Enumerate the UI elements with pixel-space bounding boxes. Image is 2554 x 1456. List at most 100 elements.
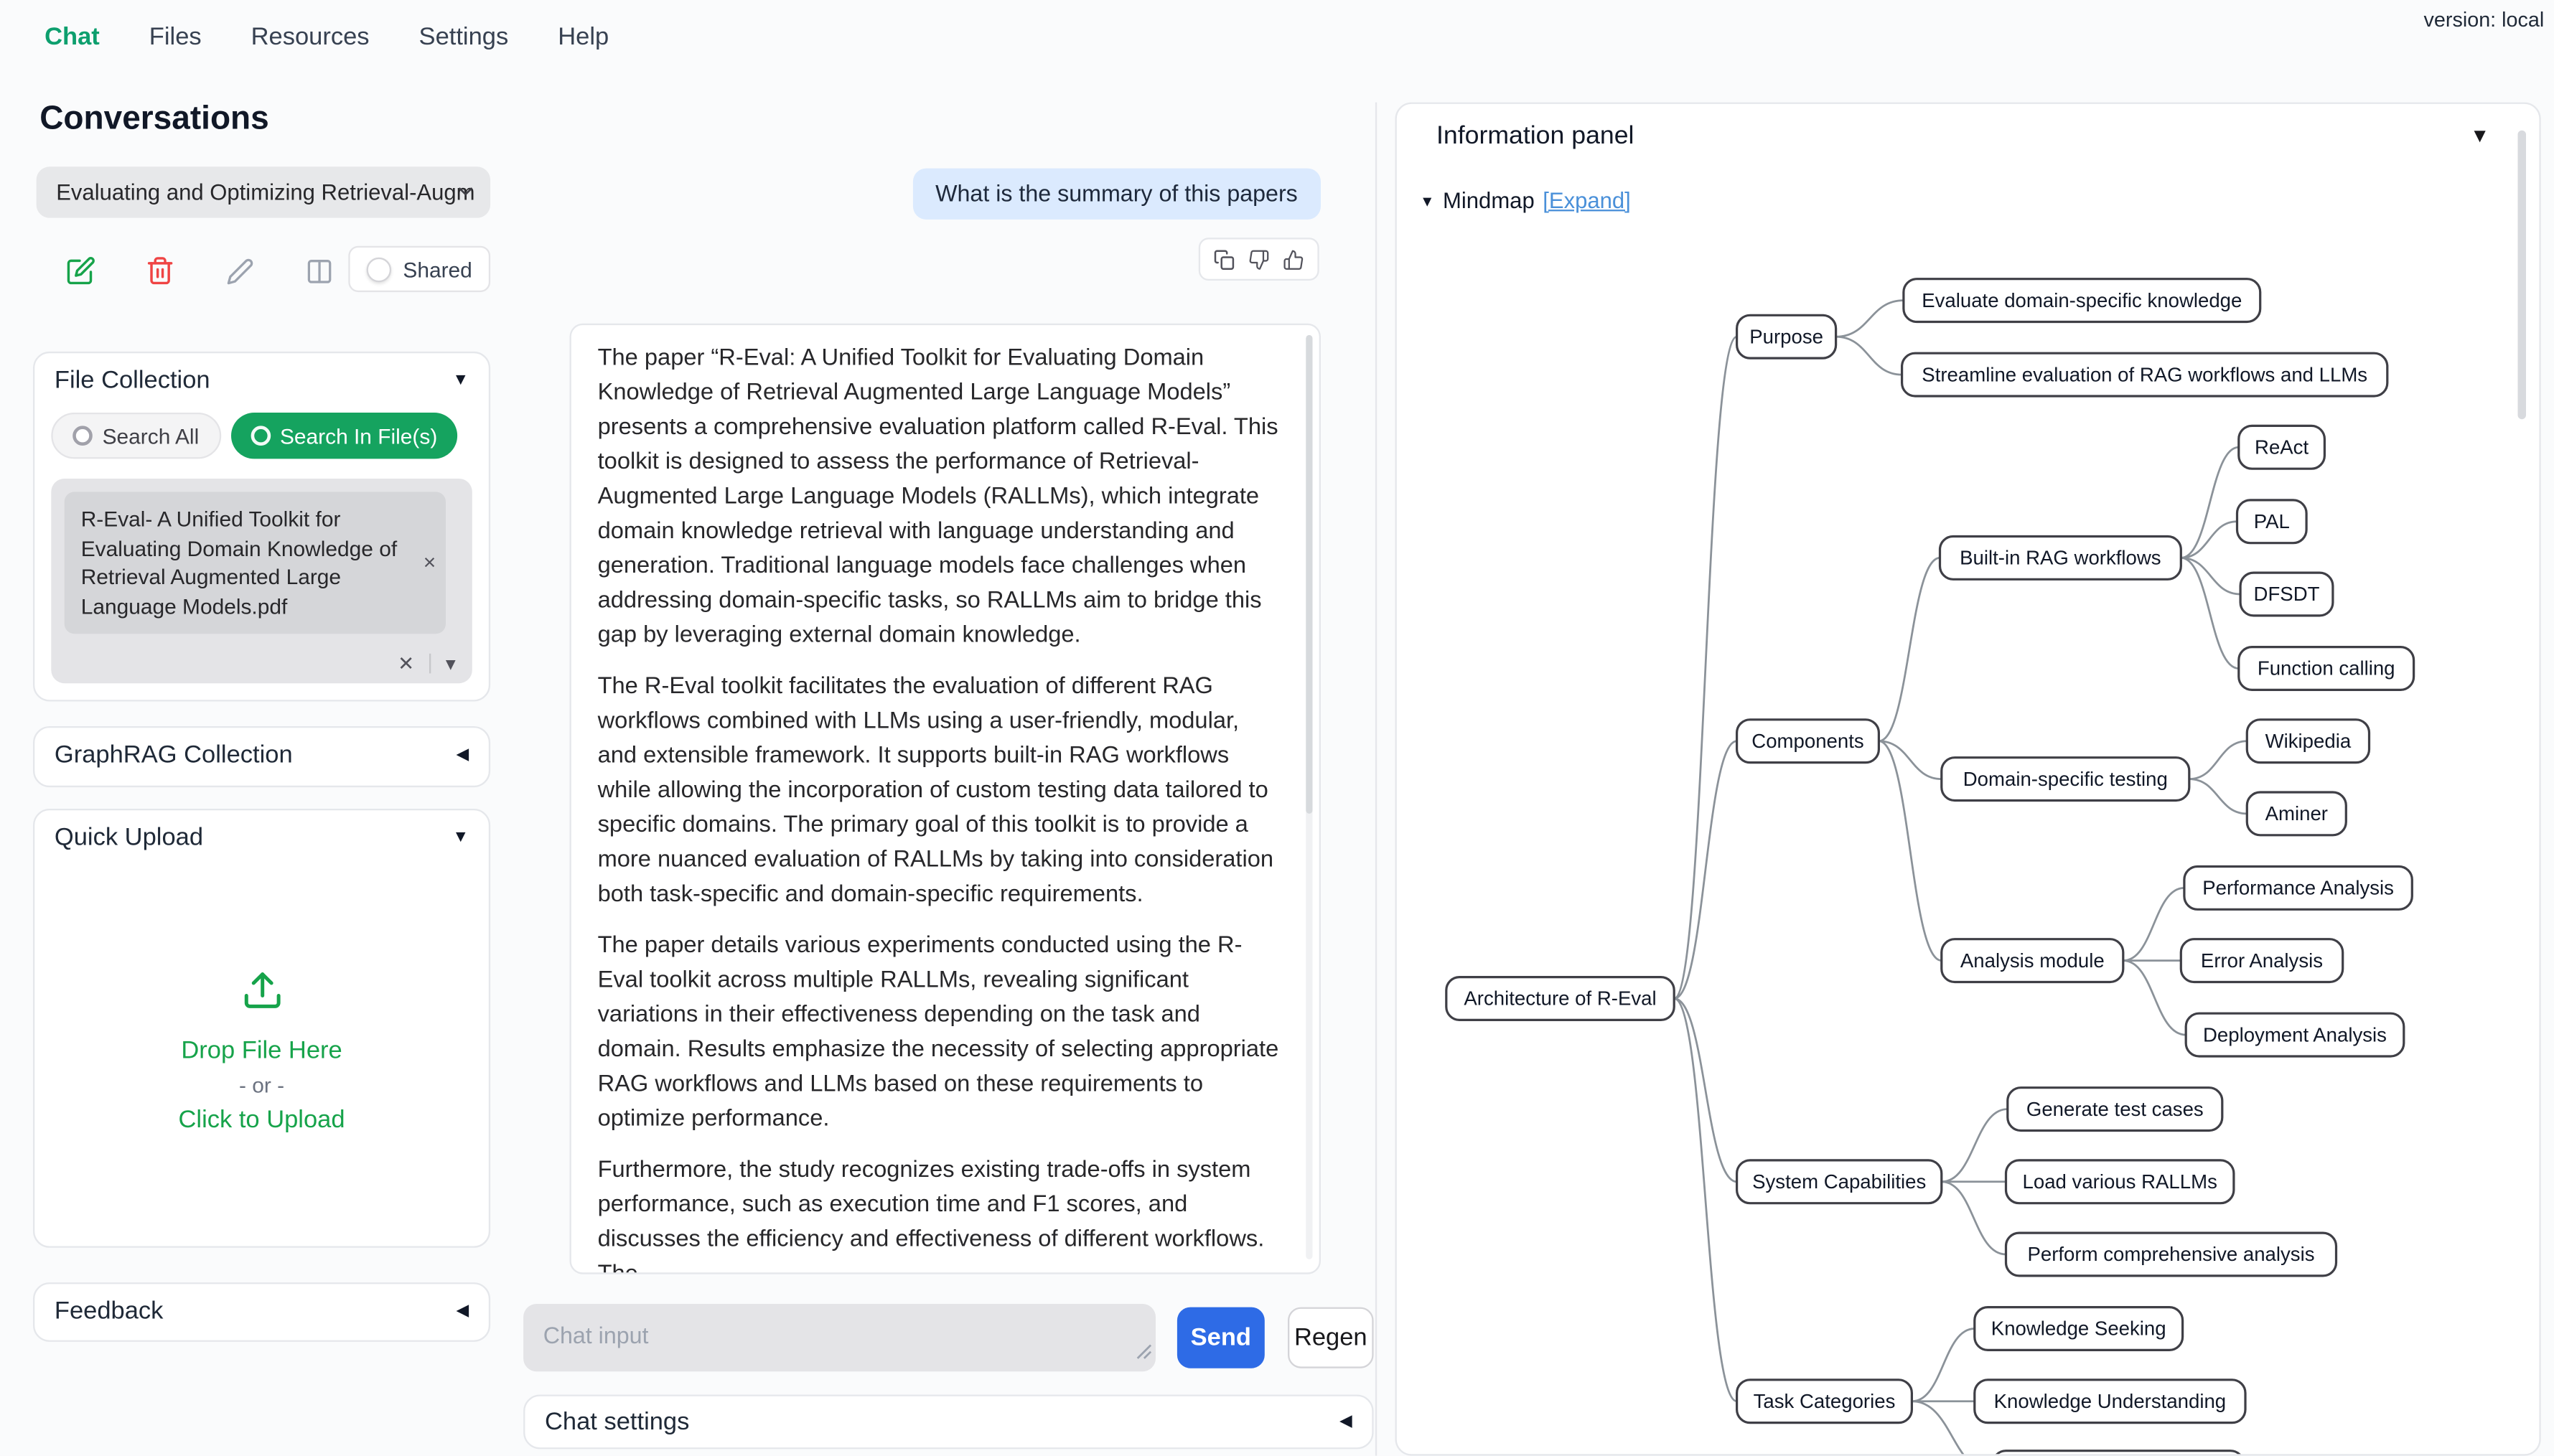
file-collection-header[interactable]: File Collection ▼ bbox=[34, 353, 489, 408]
quick-upload-header[interactable]: Quick Upload ▼ bbox=[34, 810, 489, 865]
mindmap-node[interactable]: Evaluate domain-specific knowledge bbox=[1902, 278, 2262, 324]
mindmap-node[interactable]: Error Analysis bbox=[2179, 938, 2344, 984]
nav-tab-resources[interactable]: Resources bbox=[251, 23, 370, 52]
mindmap-node[interactable]: Aminer bbox=[2245, 791, 2347, 837]
mindmap-node[interactable]: Built-in RAG workflows bbox=[1938, 535, 2182, 581]
mindmap-node[interactable]: Generate test cases bbox=[2006, 1086, 2224, 1132]
assistant-paragraph: The R-Eval toolkit facilitates the evalu… bbox=[597, 673, 1274, 908]
send-button[interactable]: Send bbox=[1177, 1307, 1265, 1368]
clear-selection-icon[interactable]: ✕ bbox=[398, 652, 415, 675]
resize-handle-icon[interactable] bbox=[1136, 1338, 1152, 1368]
mindmap-node[interactable]: Performance Analysis bbox=[2183, 865, 2413, 911]
mindmap-node-label: Task Categories bbox=[1754, 1390, 1896, 1412]
mindmap-node[interactable]: Load various RALLMs bbox=[2004, 1159, 2235, 1205]
mindmap-node-label: Deployment Analysis bbox=[2203, 1023, 2387, 1046]
mindmap-node[interactable]: Components bbox=[1735, 718, 1881, 764]
assistant-paragraph: The paper details various experiments co… bbox=[597, 932, 1279, 1132]
nav-tab-chat[interactable]: Chat bbox=[45, 23, 100, 52]
rename-conversation-icon[interactable] bbox=[218, 249, 261, 292]
shared-toggle[interactable]: Shared bbox=[348, 245, 491, 293]
mindmap-node[interactable]: PAL bbox=[2235, 499, 2308, 545]
quick-upload-section: Quick Upload ▼ Drop File Here - or - Cli… bbox=[33, 809, 491, 1248]
feedback-title: Feedback bbox=[54, 1297, 164, 1325]
mindmap-edge bbox=[2189, 778, 2247, 815]
mindmap-node[interactable]: Wikipedia bbox=[2245, 718, 2371, 764]
upload-icon bbox=[240, 969, 284, 1012]
mindmap-edge bbox=[1912, 1328, 1975, 1403]
mindmap-label: Mindmap bbox=[1443, 188, 1535, 213]
panel-layout-icon[interactable] bbox=[297, 249, 340, 292]
file-collection-section: File Collection ▼ Search All Search In F… bbox=[33, 351, 491, 702]
nav-tab-files[interactable]: Files bbox=[149, 23, 202, 52]
information-panel: Architecture of R-Eval Purpose Evaluate do… bbox=[1395, 102, 2541, 1456]
radio-selected-icon bbox=[250, 426, 271, 446]
feedback-header[interactable]: Feedback ◀ bbox=[34, 1284, 489, 1338]
mindmap-edge bbox=[2181, 557, 2241, 596]
mindmap-node[interactable]: Task Categories bbox=[1735, 1378, 1914, 1424]
mindmap-edge bbox=[1673, 997, 1737, 1183]
thumbs-down-icon[interactable] bbox=[1248, 248, 1270, 270]
mindmap-node[interactable]: DFSDT bbox=[2239, 571, 2334, 617]
thumbs-up-icon[interactable] bbox=[1283, 248, 1304, 270]
radio-unselected-icon bbox=[72, 426, 93, 446]
search-in-files-button[interactable]: Search In File(s) bbox=[230, 413, 457, 459]
mindmap-node[interactable]: Function calling bbox=[2237, 645, 2415, 692]
mindmap-node[interactable]: Knowledge Seeking bbox=[1973, 1305, 2184, 1352]
mindmap-node[interactable]: Purpose bbox=[1735, 314, 1838, 360]
copy-icon[interactable] bbox=[1214, 248, 1235, 270]
nav-tab-settings[interactable]: Settings bbox=[418, 23, 509, 52]
search-all-button[interactable]: Search All bbox=[51, 413, 221, 459]
conversation-select[interactable]: Evaluating and Optimizing Retrieval-Augm bbox=[36, 166, 491, 218]
mindmap-node-label: Evaluate domain-specific knowledge bbox=[1922, 289, 2242, 311]
mindmap-edge bbox=[1673, 335, 1738, 1000]
chat-settings-header[interactable]: Chat settings ◀ bbox=[525, 1396, 1372, 1447]
expand-mindmap-link[interactable]: [Expand] bbox=[1543, 188, 1631, 213]
message-scrollbar-thumb[interactable] bbox=[1306, 334, 1313, 814]
dropdown-caret-icon[interactable]: ▾ bbox=[445, 652, 456, 675]
collapse-down-icon: ▼ bbox=[452, 370, 469, 389]
file-multiselect[interactable]: R-Eval- A Unified Toolkit for Evaluating… bbox=[51, 479, 472, 684]
collapse-left-icon: ◀ bbox=[456, 1301, 469, 1320]
collapse-mindmap-icon[interactable]: ▼ bbox=[1420, 192, 1435, 209]
mindmap-edge bbox=[1835, 299, 1904, 338]
mindmap-node[interactable]: Analysis module bbox=[1940, 938, 2125, 984]
mindmap-node[interactable]: Domain-specific testing bbox=[1940, 756, 2191, 802]
collapse-panel-icon[interactable]: ▼ bbox=[2470, 123, 2490, 147]
drop-file-label: Drop File Here bbox=[181, 1036, 342, 1065]
regen-button[interactable]: Regen bbox=[1288, 1307, 1374, 1368]
shared-checkbox-knob bbox=[366, 256, 392, 282]
nav-tab-help[interactable]: Help bbox=[558, 23, 609, 52]
mindmap-edge bbox=[1673, 997, 1738, 1403]
mindmap-node[interactable]: Perform comprehensive analysis bbox=[2004, 1231, 2338, 1277]
graphrag-header[interactable]: GraphRAG Collection ◀ bbox=[34, 728, 489, 782]
mindmap-node[interactable]: Knowledge Understanding bbox=[1973, 1378, 2247, 1424]
mindmap-edge bbox=[1673, 740, 1737, 1000]
mindmap-node[interactable]: Architecture of R-Eval bbox=[1445, 975, 1675, 1022]
delete-conversation-icon[interactable] bbox=[139, 249, 182, 292]
mindmap-node[interactable]: ReAct bbox=[2237, 424, 2326, 470]
chat-input[interactable] bbox=[523, 1304, 1156, 1372]
information-panel-title: Information panel bbox=[1436, 122, 1634, 151]
mindmap-node[interactable] bbox=[1993, 1450, 2244, 1456]
mindmap-node-label: Performance Analysis bbox=[2202, 877, 2394, 899]
panel-scrollbar-thumb[interactable] bbox=[2517, 130, 2526, 420]
divider bbox=[429, 653, 431, 674]
conversation-select-value: Evaluating and Optimizing Retrieval-Augm bbox=[56, 179, 475, 205]
click-to-upload-link[interactable]: Click to Upload bbox=[178, 1106, 345, 1135]
mindmap-node-label: Knowledge Seeking bbox=[1991, 1318, 2166, 1340]
mindmap-node-label: Error Analysis bbox=[2201, 949, 2323, 972]
remove-file-icon[interactable]: × bbox=[423, 550, 436, 575]
conversations-title: Conversations bbox=[39, 100, 269, 137]
chat-settings-title: Chat settings bbox=[545, 1407, 690, 1436]
search-mode-toggle: Search All Search In File(s) bbox=[51, 413, 457, 459]
mindmap-node[interactable]: Streamline evaluation of RAG workflows a… bbox=[1900, 352, 2389, 398]
new-conversation-icon[interactable] bbox=[60, 249, 103, 292]
mindmap-edge bbox=[1879, 740, 1942, 962]
message-actions bbox=[1198, 238, 1319, 281]
mindmap-edge bbox=[1879, 740, 1942, 780]
mindmap-node[interactable]: System Capabilities bbox=[1735, 1159, 1943, 1205]
upload-dropzone[interactable]: Drop File Here - or - Click to Upload bbox=[34, 969, 489, 1134]
mindmap-toolbar: ▼ Mindmap [Expand] bbox=[1420, 188, 1631, 213]
mindmap-node[interactable]: Deployment Analysis bbox=[2184, 1012, 2405, 1058]
